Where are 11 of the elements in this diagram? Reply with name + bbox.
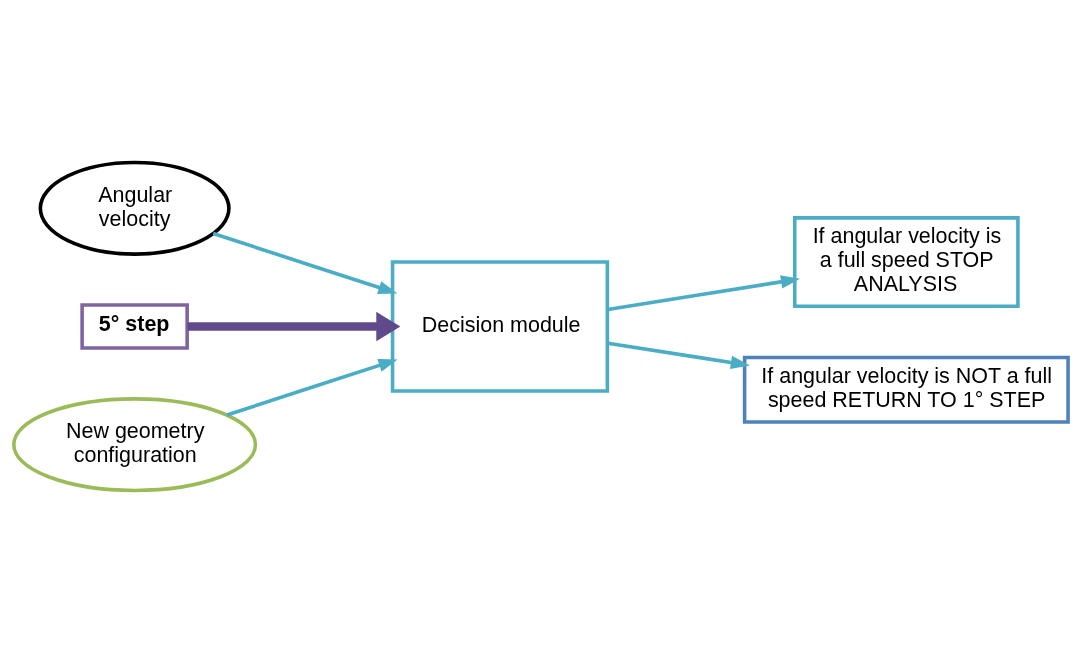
arrow: [212, 231, 398, 294]
arrow: [187, 311, 401, 341]
node-box: Decision module: [390, 259, 610, 393]
arrow: [226, 358, 398, 417]
node-ellipse: New geometry configuration: [12, 396, 258, 492]
node-box: If angular velocity is a full speed STOP ANALYSIS: [792, 215, 1020, 308]
node-box: If angular velocity is NOT a full speed RETURN TO 1° STEP: [742, 355, 1070, 424]
node-box: 5° step: [80, 302, 189, 350]
arrow: [607, 340, 750, 369]
node-ellipse: Angular velocity: [38, 160, 231, 256]
arrow: [607, 274, 801, 311]
